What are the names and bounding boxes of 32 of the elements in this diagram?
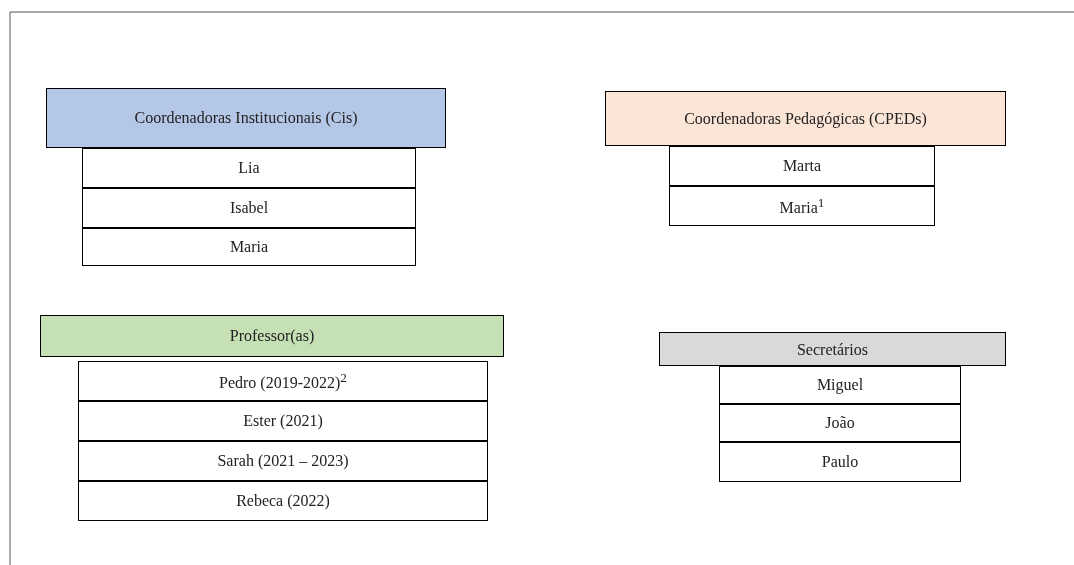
- name-row: [78, 481, 488, 521]
- name-row: [669, 146, 935, 186]
- person-name: Miguel: [816, 376, 864, 394]
- name-row: [669, 186, 935, 226]
- header-box: [40, 315, 504, 357]
- person-name: Lia: [238, 159, 260, 177]
- person-name: Maria$^{1}$: [779, 194, 825, 218]
- name-row: [719, 366, 961, 404]
- group-title: Secretários: [796, 341, 869, 359]
- name-row: [78, 361, 488, 401]
- name-row: [719, 404, 961, 442]
- name-row: [78, 441, 488, 481]
- group-title: Professor(as): [229, 327, 315, 345]
- name-row: [82, 148, 416, 188]
- person-name: Ester (2021): [243, 412, 323, 430]
- name-row: [78, 401, 488, 441]
- person-name: João: [825, 414, 855, 432]
- name-row: [719, 442, 961, 482]
- person-name: Paulo: [821, 453, 859, 471]
- person-name: Maria: [229, 238, 269, 256]
- person-name: Pedro (2019-2022)$^{2}$: [219, 369, 347, 393]
- person-name: Isabel: [229, 199, 269, 217]
- person-name: Sarah (2021 – 2023): [217, 452, 349, 470]
- group-title: Coordenadoras Pedagógicas (CPEDs): [684, 109, 927, 128]
- group-title: Coordenadoras Institucionais (Cis): [134, 109, 358, 127]
- header-box: [46, 88, 446, 148]
- person-name: Marta: [782, 157, 822, 175]
- name-row: [82, 188, 416, 228]
- name-row: [82, 228, 416, 266]
- header-box: [605, 91, 1006, 146]
- person-name: Rebeca (2022): [236, 492, 330, 510]
- header-box: [659, 332, 1006, 366]
